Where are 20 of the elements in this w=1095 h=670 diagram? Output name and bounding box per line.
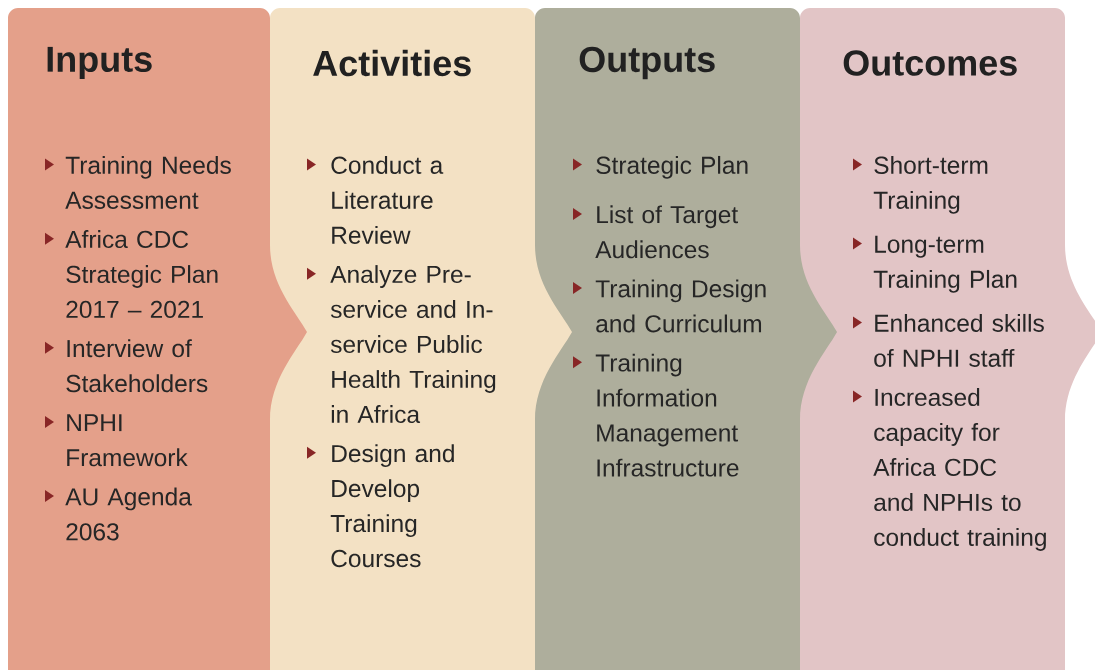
bullet-item: Conduct a Literature Review [307, 155, 444, 244]
column-heading: Inputs [47, 46, 152, 80]
bullet-item: Strategic Plan [573, 155, 748, 179]
bullet-item: Training Design and Curriculum [573, 279, 766, 333]
bullet-item: Long-term Training Plan [853, 235, 1017, 293]
column-heading: Outcomes [843, 50, 1017, 76]
bullet-item: Training Needs Assessment [45, 155, 231, 209]
column-heading: Outputs [579, 46, 715, 80]
bullet-item: Interview of Stakeholders [45, 339, 208, 393]
bullet-item: Training Information Management Infrastructure [573, 353, 739, 477]
bullet-item: Enhanced skills of NPHI staff [853, 313, 1044, 367]
bullet-item: NPHI Framework [45, 414, 188, 467]
column-heading: Activities [313, 49, 471, 77]
bullet-item: List of Target Audiences [573, 205, 738, 259]
bullet-item: Short-term Training [853, 155, 988, 214]
bullet-item: Analyze Pre-service and In-service Public Health Training in Africa [307, 265, 496, 424]
bullet-item: Design and Develop Training Courses [307, 444, 454, 568]
bullet-item: Increased capacity for Africa CDC and NPHIs to conduct training [853, 388, 1046, 551]
bullet-item: Africa CDC Strategic Plan 2017 – 2021 [45, 230, 218, 319]
bullet-item: AU Agenda 2063 [45, 487, 192, 541]
